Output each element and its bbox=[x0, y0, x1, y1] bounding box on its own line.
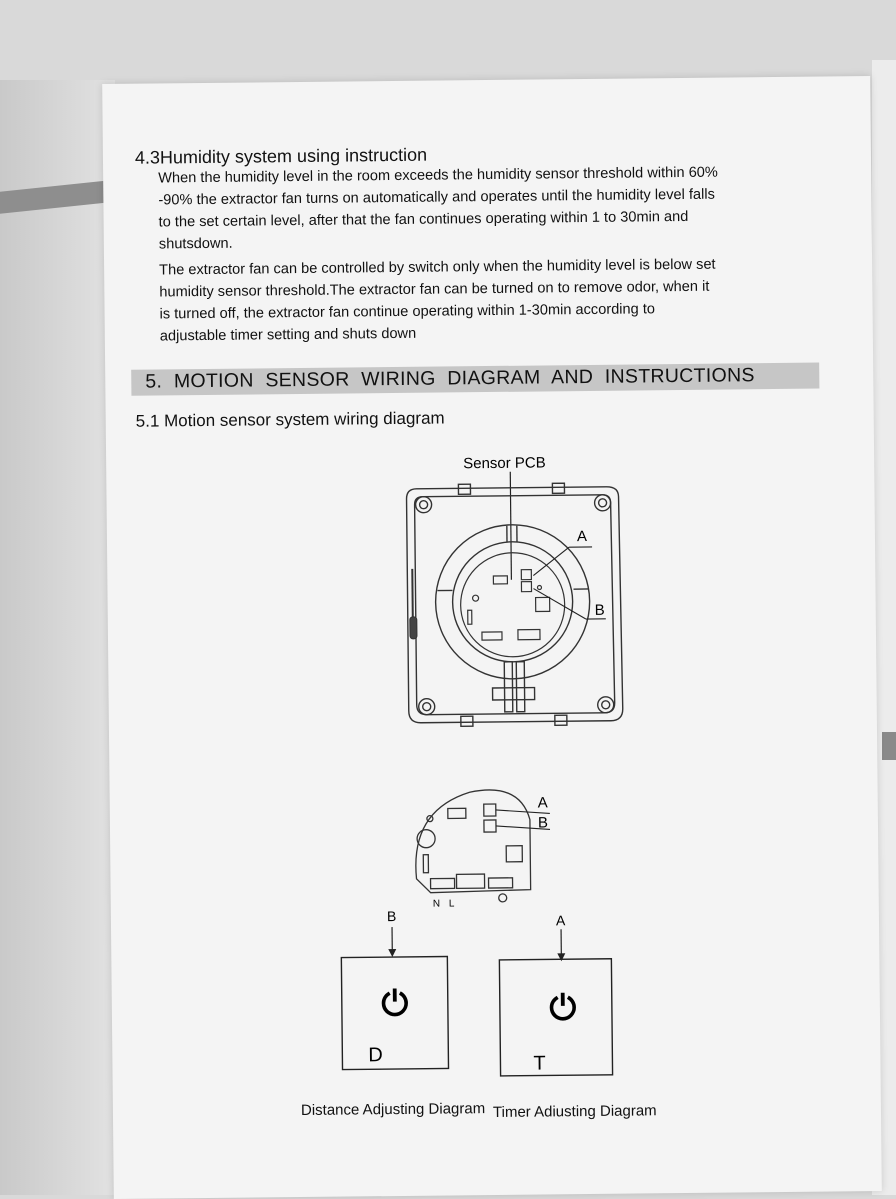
housing-label-a: A bbox=[577, 528, 587, 545]
fan-housing bbox=[406, 483, 623, 727]
distance-knob-diagram: ⏻ D bbox=[341, 956, 448, 1069]
knob-arrow-label-a: A bbox=[556, 912, 566, 928]
knob-letter-t: T bbox=[533, 1052, 545, 1074]
manual-page: 4.3Humidity system using instruction Whe… bbox=[102, 76, 882, 1199]
terminal-label-n: N bbox=[433, 899, 440, 910]
wiring-diagram: Sensor PCB bbox=[102, 76, 882, 1199]
pcb-label-a: A bbox=[538, 794, 548, 811]
housing-label-b: B bbox=[595, 602, 605, 619]
timer-knob-diagram: ⏻ T bbox=[499, 959, 612, 1076]
terminal-label-l: L bbox=[449, 898, 455, 909]
background-left bbox=[0, 80, 115, 1195]
knob-letter-d: D bbox=[368, 1044, 383, 1066]
caption-distance-adjusting: Distance Adjusting Diagram bbox=[301, 1100, 485, 1119]
power-icon: ⏻ bbox=[381, 985, 408, 1023]
background-right-tab bbox=[882, 732, 896, 760]
enlarged-pcb bbox=[415, 790, 531, 903]
power-icon: ⏻ bbox=[549, 989, 576, 1027]
sensor-pcb-label: Sensor PCB bbox=[463, 454, 546, 472]
knob-arrow-label-b: B bbox=[387, 908, 397, 924]
sensor-pcb bbox=[460, 552, 565, 657]
caption-timer-adjusting: Timer Adiusting Diagram bbox=[493, 1102, 657, 1121]
